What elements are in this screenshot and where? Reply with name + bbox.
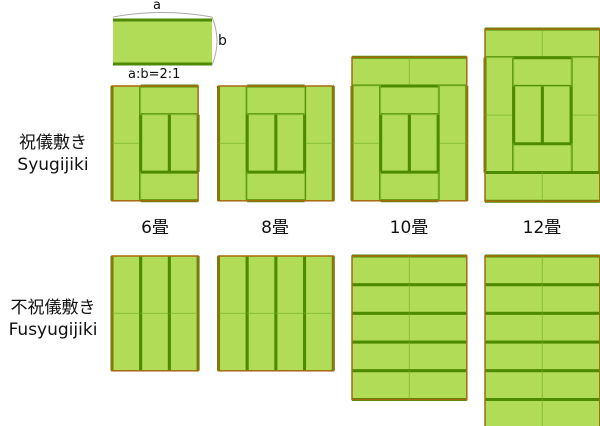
- tatami-mat: [408, 56, 468, 87]
- tatami-mat: [304, 142, 334, 202]
- tatami-mat: [437, 85, 468, 144]
- tatami-mat: [140, 85, 199, 116]
- tatami-mat: [246, 312, 277, 372]
- row-label-jp: 不祝儀敷き: [10, 298, 96, 318]
- tatami-mat: [570, 57, 600, 116]
- tatami-mat: [351, 142, 382, 202]
- room-size-12: 12畳: [522, 218, 562, 238]
- tatami-mat: [541, 28, 600, 59]
- tatami-mat: [484, 28, 543, 59]
- tatami-mat: [351, 284, 410, 314]
- tatami-mat: [351, 370, 410, 400]
- tatami-mat: [484, 172, 543, 202]
- row-label-fusyugijiki: 不祝儀敷き Fusyugijiki: [0, 297, 106, 341]
- tatami-mat: [484, 341, 543, 372]
- tatami-mat: [246, 255, 277, 314]
- room-6-syugi-frame: [111, 85, 199, 202]
- tatami-mat: [484, 312, 543, 343]
- tatami-mat: [408, 284, 468, 314]
- legend-ratio: a:b=2:1: [128, 67, 181, 82]
- tatami-mat: [111, 85, 142, 144]
- tatami-mat: [541, 85, 572, 145]
- row-label-en: Syugijiki: [17, 155, 89, 175]
- tatami-mat: [140, 255, 170, 314]
- tatami-mat: [408, 341, 468, 372]
- tatami-mat: [218, 312, 248, 372]
- tatami-mat: [408, 255, 468, 286]
- tatami-mat: [380, 171, 439, 202]
- tatami-mat: [304, 312, 334, 372]
- tatami-mat: [111, 312, 142, 372]
- tatami-mat: [484, 370, 543, 400]
- room-10-fusyugi-frame: [351, 255, 468, 401]
- tatami-mat: [111, 255, 142, 314]
- tatami-mat: [541, 341, 600, 372]
- tatami-mat: [380, 114, 410, 173]
- room-6-fusyugi-frame: [111, 255, 199, 372]
- tatami-mat: [351, 255, 410, 286]
- tatami-mat: [437, 142, 468, 202]
- row-label-jp: 祝儀敷き: [19, 133, 87, 153]
- tatami-mat: [484, 399, 543, 426]
- row-label-en: Fusyugijiki: [8, 320, 98, 340]
- tatami-mat: [218, 85, 248, 144]
- room-8-syugi-frame: [217, 85, 335, 202]
- tatami-mat: [140, 114, 170, 173]
- room-size-10: 10畳: [389, 218, 429, 238]
- legend-b-label: b: [218, 33, 227, 49]
- tatami-mat: [275, 255, 306, 314]
- room-10-syugi-frame: [351, 56, 468, 202]
- legend-b-arc: [211, 16, 218, 66]
- tatami-mat: [570, 114, 600, 173]
- tatami-mat: [541, 312, 600, 343]
- legend-a-label: a: [153, 0, 161, 13]
- tatami-mat: [351, 312, 410, 343]
- tatami-mat: [218, 142, 248, 202]
- tatami-mat: [541, 255, 600, 286]
- tatami-mat: [168, 312, 199, 372]
- tatami-mat: [351, 341, 410, 372]
- tatami-mat: [380, 85, 439, 116]
- tatami-mat: [513, 57, 572, 87]
- tatami-mat: [351, 85, 382, 144]
- tatami-mat: [275, 312, 306, 372]
- tatami-mat: [351, 56, 410, 87]
- tatami-mat: [275, 114, 306, 173]
- tatami-mat: [304, 85, 334, 144]
- tatami-mat: [541, 284, 600, 314]
- tatami-mat: [408, 370, 468, 400]
- tatami-mat: [304, 255, 334, 314]
- tatami-mat: [168, 255, 199, 314]
- tatami-mat: [168, 114, 199, 173]
- tatami-mat: [111, 142, 142, 202]
- tatami-mat: [513, 85, 543, 145]
- tatami-mat: [484, 114, 515, 173]
- tatami-mat: [408, 312, 468, 343]
- tatami-mat: [246, 85, 306, 116]
- legend-tatami-mat: [113, 19, 212, 65]
- tatami-mat: [246, 171, 306, 202]
- room-size-8: 8畳: [261, 218, 289, 238]
- legend-a-arc: [112, 12, 213, 18]
- tatami-mat: [484, 255, 543, 286]
- tatami-mat: [541, 370, 600, 400]
- tatami-mat: [408, 114, 439, 173]
- tatami-mat: [513, 143, 572, 174]
- room-size-6: 6畳: [141, 218, 169, 238]
- tatami-mat: [484, 57, 515, 116]
- tatami-mat: [541, 399, 600, 426]
- room-8-fusyugi-frame: [217, 255, 335, 372]
- tatami-mat: [484, 284, 543, 314]
- tatami-mat: [246, 114, 277, 173]
- tatami-mat: [140, 312, 170, 372]
- tatami-mat: [541, 172, 600, 202]
- tatami-mat: [140, 171, 199, 202]
- row-label-syugijiki: 祝儀敷き Syugijiki: [0, 132, 106, 176]
- tatami-mat: [218, 255, 248, 314]
